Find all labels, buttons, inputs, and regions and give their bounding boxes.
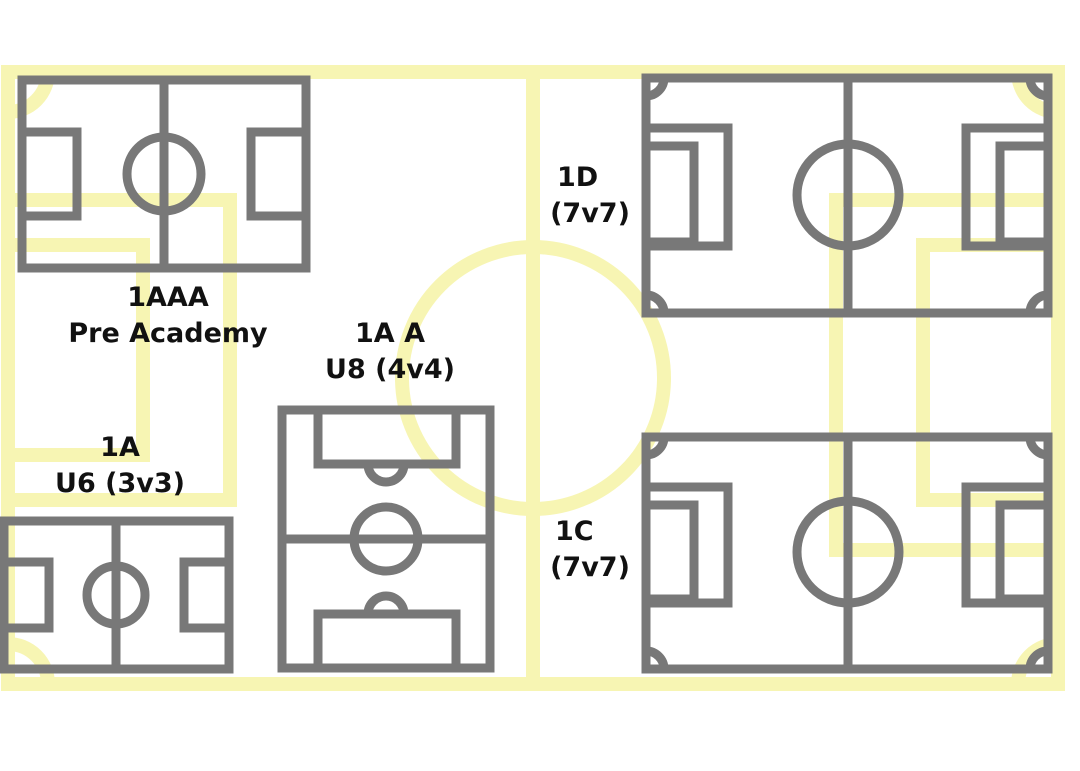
pitch-1aaa <box>17 75 311 273</box>
field-code: 1D <box>557 162 599 193</box>
label-1a-a: 1A A U8 (4v4) <box>300 316 480 388</box>
field-description: U8 (4v4) <box>325 354 455 385</box>
full-field-left-goal-box <box>1 238 150 462</box>
field-description: (7v7) <box>550 198 630 229</box>
label-1aaa: 1AAA Pre Academy <box>58 280 278 352</box>
field-code: 1A A <box>355 318 425 349</box>
pitch-1c <box>641 432 1053 674</box>
pitch-1d <box>641 73 1053 318</box>
field-description: (7v7) <box>550 552 630 583</box>
pitch-1a <box>0 516 234 674</box>
field-description: U6 (3v3) <box>55 468 185 499</box>
field-code: 1C <box>555 516 594 547</box>
field-description: Pre Academy <box>68 318 268 349</box>
full-field-right-goal-box <box>916 238 1065 507</box>
label-1c: 1C (7v7) <box>535 514 645 586</box>
label-1d: 1D (7v7) <box>535 160 645 232</box>
field-code: 1A <box>100 432 140 463</box>
label-1a: 1A U6 (3v3) <box>40 430 200 502</box>
pitch-1a-a <box>277 405 495 673</box>
field-code: 1AAA <box>127 282 209 313</box>
full-field-center-circle <box>395 240 671 516</box>
full-field-corner-arc <box>7 637 55 685</box>
